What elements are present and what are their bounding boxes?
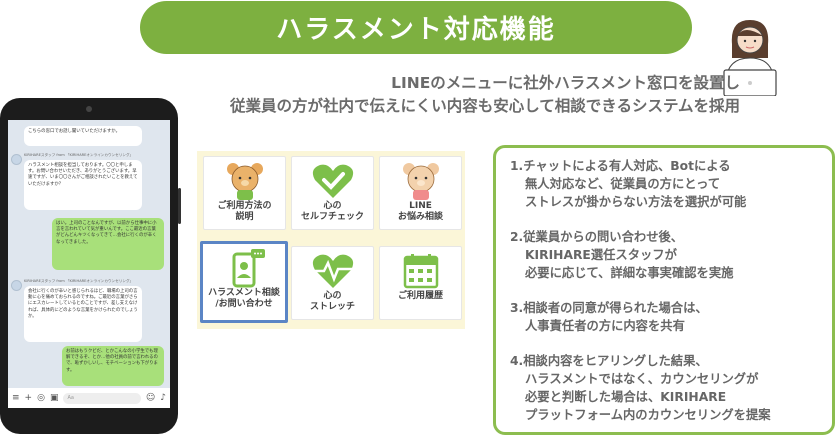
- menu-tile-stretch[interactable]: 心の ストレッチ: [291, 246, 374, 320]
- subtitle: LINEのメニューに社外ハラスメント窓口を設置し 従業員の方が社内で伝えにくい内…: [180, 72, 740, 118]
- menu-tile-label: 心の セルフチェック: [300, 201, 364, 222]
- menu-tile-usage[interactable]: ご利用方法の 説明: [203, 156, 286, 230]
- menu-tile-history[interactable]: ご利用履歴: [379, 246, 462, 320]
- menu-tile-self-check[interactable]: 心の セルフチェック: [291, 156, 374, 230]
- step-2: 2.従業員からの問い合わせ後、 KIRIHARE選任スタッフが 必要に応じて、詳…: [510, 230, 734, 280]
- menu-tile-label: LINE お悩み相談: [397, 201, 443, 222]
- menu-icon[interactable]: ≡: [12, 393, 20, 403]
- step-1: 1.チャットによる有人対応、Botによる 無人対応など、従業員の方にとって スト…: [510, 159, 747, 209]
- chat-message: 会社に行くのが辛いと感じられるほど、職場の上司の言動に心を痛めておられるのですね…: [24, 286, 142, 342]
- menu-tile-label: ご利用履歴: [397, 291, 443, 301]
- smartphone: こちらの窓口でお話し聞いていただけますか。 KIRIHAREスタッフ from …: [0, 98, 181, 434]
- heart-pulse-icon: [312, 254, 353, 288]
- mic-icon[interactable]: ♪: [160, 393, 166, 403]
- process-steps-box: 1.チャットによる有人対応、Botによる 無人対応など、従業員の方にとって スト…: [493, 145, 835, 435]
- bear-mascot-icon: [226, 163, 263, 200]
- chat-screen: こちらの窓口でお話し聞いていただけますか。 KIRIHAREスタッフ from …: [8, 120, 170, 408]
- chat-input-bar: ≡ + ◎ ▣ Aa ☺ ♪: [8, 388, 170, 408]
- image-icon[interactable]: ▣: [49, 393, 59, 403]
- emoji-icon[interactable]: ☺: [145, 393, 156, 403]
- heart-check-icon: [312, 164, 353, 198]
- step-3: 3.相談者の同意が得られた場合は、 人事責任者の方に内容を共有: [510, 301, 708, 333]
- menu-tile-label: ハラスメント相談 /お問い合わせ: [208, 288, 280, 309]
- page-title: ハラスメント対応機能: [140, 1, 692, 54]
- chat-message: ハラスメント相談を担当しております。〇〇と申します。お問い合わせいただき、ありが…: [24, 160, 142, 210]
- chat-sender: KIRIHAREスタッフ from 「KIRIHAREオンラインカウンセリング」: [24, 279, 134, 283]
- bear-mascot-icon: [402, 163, 439, 200]
- menu-tile-line-consult[interactable]: LINE お悩み相談: [379, 156, 462, 230]
- chat-message: こちらの窓口でお話し聞いていただけますか。: [24, 126, 142, 146]
- subtitle-line-2: 従業員の方が社内で伝えにくい内容も安心して相談できるシステムを採用: [230, 97, 740, 115]
- menu-tile-label: ご利用方法の 説明: [217, 201, 272, 222]
- chat-message: はい。上司のことなんですが、以前から仕事中に小言を言われていて気が重いんです。こ…: [52, 218, 164, 270]
- plus-icon[interactable]: +: [24, 393, 33, 403]
- subtitle-line-1: LINEのメニューに社外ハラスメント窓口を設置し: [391, 74, 740, 92]
- step-4: 4.相談内容をヒアリングした結果、 ハラスメントではなく、カウンセリングが 必要…: [510, 354, 771, 422]
- avatar: [11, 154, 22, 165]
- line-rich-menu: ご利用方法の 説明 心の セルフチェック LINE お悩み相談 ハラスメント相談…: [197, 151, 465, 329]
- menu-tile-harassment-consult[interactable]: ハラスメント相談 /お問い合わせ: [200, 241, 288, 323]
- calendar-icon: [403, 254, 438, 289]
- chat-input[interactable]: Aa: [63, 392, 141, 404]
- camera-icon[interactable]: ◎: [37, 393, 45, 403]
- phone-chat-icon: [232, 249, 265, 288]
- side-button: [178, 188, 181, 224]
- chat-message: お前はもうクビだ、とかこんなの小学生でも理解できるぞ、とか…他の社員の前で言われ…: [62, 346, 164, 386]
- menu-tile-label: 心の ストレッチ: [309, 291, 355, 312]
- camera-icon: [86, 106, 92, 112]
- avatar: [11, 280, 22, 291]
- person-laptop-icon: [723, 20, 777, 96]
- chat-sender: KIRIHAREスタッフ from 「KIRIHAREオンラインカウンセリング」: [24, 153, 134, 157]
